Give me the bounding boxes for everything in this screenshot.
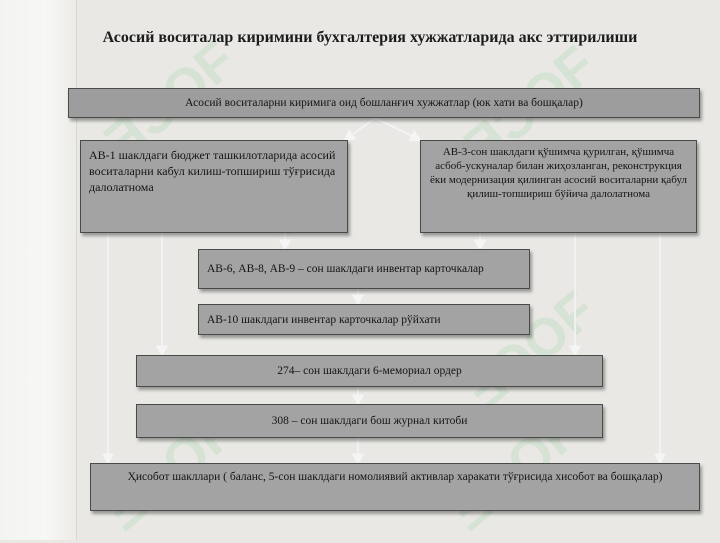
arrow-top-to-left [343, 117, 376, 141]
box-memorial-order: 274– сон шаклдаги 6-мемориал ордер [136, 355, 603, 387]
box-av1-act: АВ-1 шаклдаги бюджет ташкилотларида асос… [80, 140, 348, 233]
box-inventory-cards: АВ-6, АВ-8, АВ-9 – сон шаклдаги инвентар… [198, 249, 530, 289]
slide-left-strip [0, 0, 77, 540]
box-inventory-card-list: АВ-10 шаклдаги инвентар карточкалар рўйх… [198, 304, 530, 335]
box-general-journal: 308 – сон шаклдаги бош журнал китоби [136, 404, 603, 438]
arrow-top-to-right [374, 117, 422, 142]
box-primary-documents: Асосий воситаларни киримига оид бошланғи… [68, 88, 700, 118]
box-av3-act: АВ-3-сон шаклдаги қўшимча қурилган, қўши… [420, 140, 697, 233]
box-report-forms: Ҳисобот шакллари ( баланс, 5-сон шаклдаг… [90, 463, 700, 511]
diagram-title: Асосий воситалар киримини бухгалтерия ху… [102, 29, 638, 46]
